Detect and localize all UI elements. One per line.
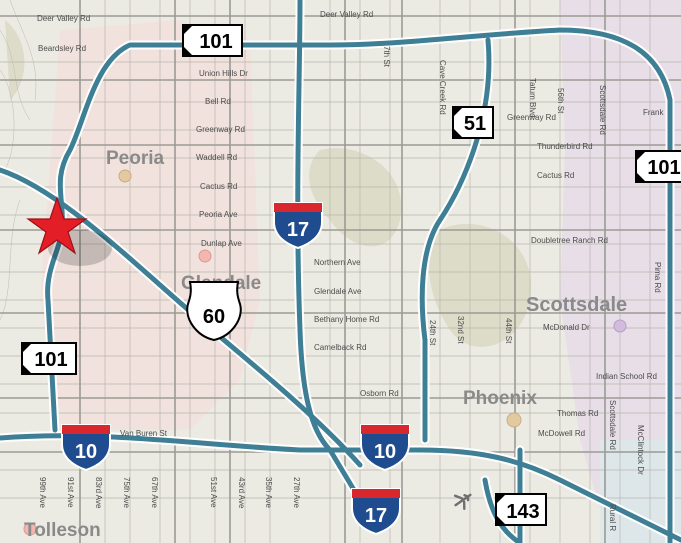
- shield-number: 17: [365, 505, 387, 527]
- street-label: 44th St: [504, 318, 513, 344]
- street-label: Doubletree Ranch Rd: [531, 236, 608, 245]
- us60-shield: 60: [186, 281, 242, 342]
- street-label: Greenway Rd: [196, 125, 245, 134]
- street-label: Glendale Ave: [314, 287, 362, 296]
- street-label: 32nd St: [456, 316, 465, 344]
- street-label: Van Buren St: [120, 429, 168, 438]
- i17-north-shield: 17: [273, 202, 323, 250]
- street-label: 27th Ave: [292, 477, 301, 509]
- city-label-peoria: Peoria: [106, 148, 165, 169]
- glendale-city-dot: [198, 249, 212, 263]
- star-marker-icon[interactable]: [26, 196, 112, 266]
- street-label: Osborn Rd: [360, 389, 399, 398]
- shield-number: 17: [287, 219, 309, 241]
- street-label: Waddell Rd: [196, 153, 237, 162]
- street-label: 43rd Ave: [237, 477, 246, 509]
- street-label: Cactus Rd: [200, 182, 237, 191]
- street-label: 35th Ave: [264, 477, 273, 509]
- street-label: 75th Ave: [122, 477, 131, 509]
- loop101-west-shield: 101: [21, 342, 77, 375]
- street-label: Frank: [643, 108, 664, 117]
- street-label: 91st Ave: [66, 477, 75, 508]
- street-label: 56th St: [556, 88, 565, 114]
- scottsdale-city-dot: [613, 319, 627, 333]
- street-label: Peoria Ave: [199, 210, 238, 219]
- shield-number: 101: [199, 31, 232, 53]
- loop101-north-shield: 101: [182, 24, 243, 57]
- street-label: Bell Rd: [205, 97, 231, 106]
- street-label: Deer Valley Rd: [37, 14, 90, 23]
- street-labels: Deer Valley Rd Deer Valley Rd Beardsley …: [37, 10, 664, 531]
- west-local-streets: [0, 0, 37, 321]
- street-label: Scottsdale Rd: [608, 400, 617, 450]
- street-label: 67th Ave: [150, 477, 159, 509]
- mountain-preserve-east: [429, 223, 532, 347]
- city-label-scottsdale: Scottsdale: [526, 294, 627, 316]
- peoria-city-dot: [118, 169, 132, 183]
- street-label: Rural R: [608, 504, 617, 531]
- sr143-shield: 143: [495, 493, 547, 526]
- tolleson-city-dot: [23, 522, 37, 536]
- shield-number: 143: [506, 501, 539, 523]
- street-label: McDowell Rd: [538, 429, 585, 438]
- city-label-tolleson: Tolleson: [24, 520, 101, 541]
- street-label: Greenway Rd: [507, 113, 556, 122]
- shield-number: 101: [647, 157, 680, 179]
- street-label: 7th St: [382, 46, 391, 68]
- shield-number: 101: [34, 349, 67, 371]
- loop101-east-shield: 101: [635, 150, 681, 183]
- i10-east-shield: 10: [360, 424, 410, 472]
- street-label: Bethany Home Rd: [314, 315, 379, 324]
- street-label: 99th Ave: [38, 477, 47, 509]
- street-label: Scottsdale Rd: [598, 85, 607, 135]
- street-label: Camelback Rd: [314, 343, 366, 352]
- shield-number: 60: [203, 306, 225, 328]
- mountain-preserve-north: [309, 148, 402, 247]
- street-label: Cave Creek Rd: [438, 60, 447, 115]
- i10-west-shield: 10: [61, 424, 111, 472]
- street-label: 83rd Ave: [94, 477, 103, 509]
- shield-number: 10: [374, 441, 396, 463]
- street-label: Deer Valley Rd: [320, 10, 373, 19]
- shield-number: 10: [75, 441, 97, 463]
- street-label: Tatum Blvd: [528, 78, 537, 118]
- street-label: Union Hills Dr: [199, 69, 248, 78]
- city-label-phoenix: Phoenix: [463, 388, 537, 409]
- sr51-shield: 51: [452, 106, 494, 139]
- street-label: Thomas Rd: [557, 409, 598, 418]
- street-label: 24th St: [428, 320, 437, 346]
- shield-number: 51: [464, 113, 486, 135]
- street-label: McClintock Dr: [636, 425, 645, 475]
- street-label: Thunderbird Rd: [537, 142, 593, 151]
- i17-south-shield: 17: [351, 488, 401, 536]
- street-label: 51st Ave: [209, 477, 218, 508]
- airplane-icon: [453, 493, 472, 511]
- street-label: Pima Rd: [653, 262, 662, 293]
- street-label: Dunlap Ave: [201, 239, 242, 248]
- street-label: Cactus Rd: [537, 171, 574, 180]
- street-label: Beardsley Rd: [38, 44, 86, 53]
- phoenix-city-dot: [506, 412, 522, 428]
- street-label: Northern Ave: [314, 258, 361, 267]
- street-label: Indian School Rd: [596, 372, 657, 381]
- street-label: McDonald Dr: [543, 323, 590, 332]
